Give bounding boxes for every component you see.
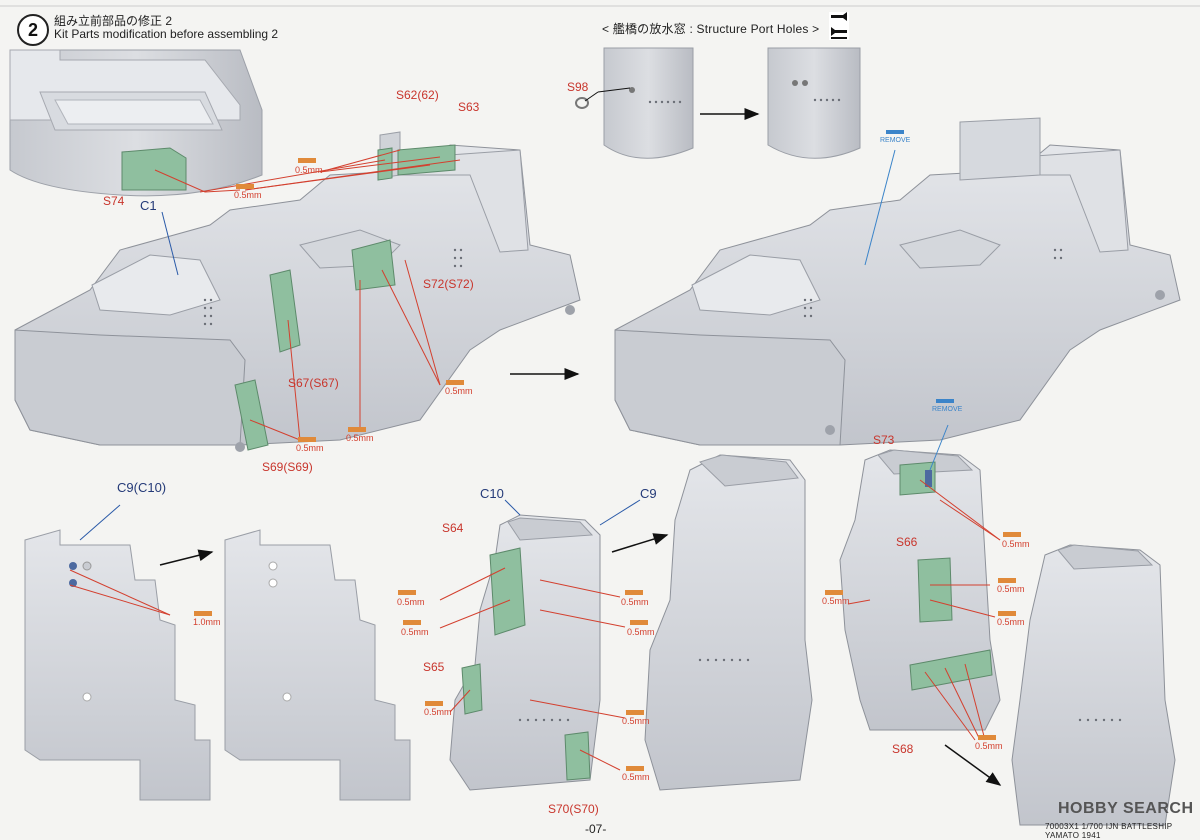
part-c9-plate-after bbox=[224, 529, 411, 801]
thickness-label: 0.5mm bbox=[424, 707, 452, 717]
thickness-label: 0.5mm bbox=[445, 386, 473, 396]
direction-icon bbox=[829, 12, 849, 40]
label-s72: S72(S72) bbox=[423, 277, 474, 291]
label-s63: S63 bbox=[458, 100, 480, 114]
step-title-en: Kit Parts modification before assembling… bbox=[54, 27, 279, 41]
page-number: -07- bbox=[585, 822, 607, 836]
label-c1: C1 bbox=[140, 198, 157, 213]
remove-note: REMOVE bbox=[932, 406, 963, 413]
thickness-label: 0.5mm bbox=[1002, 539, 1030, 549]
label-s69: S69(S69) bbox=[262, 460, 313, 474]
part-bridge-tower-after bbox=[644, 454, 813, 791]
label-s74: S74 bbox=[103, 194, 125, 208]
thickness-label: 0.5mm bbox=[622, 716, 650, 726]
thickness-label: 1.0mm bbox=[193, 617, 221, 627]
thickness-label: 0.5mm bbox=[296, 443, 324, 453]
part-c9-plate-before bbox=[24, 529, 211, 801]
label-s98: S98 bbox=[567, 80, 589, 94]
thickness-label: 0.5mm bbox=[397, 597, 425, 607]
part-main-tower-after bbox=[1011, 544, 1176, 826]
remove-note: REMOVE bbox=[880, 137, 911, 144]
thickness-label: 0.5mm bbox=[822, 596, 850, 606]
step-title-jp: 組み立前部品の修正 2 bbox=[54, 14, 173, 28]
part-c1-after bbox=[614, 117, 1181, 446]
part-c1-before bbox=[14, 131, 581, 452]
label-c9: C9 bbox=[640, 486, 657, 501]
part-inset-base bbox=[9, 49, 263, 197]
thickness-label: 0.5mm bbox=[627, 627, 655, 637]
blue-leaders bbox=[79, 149, 949, 541]
thickness-label: 0.5mm bbox=[346, 433, 374, 443]
step-number-badge: 2 bbox=[17, 14, 49, 46]
thickness-label: 0.5mm bbox=[621, 597, 649, 607]
label-c9c10: C9(C10) bbox=[117, 480, 167, 495]
part-port-cylinder-before bbox=[575, 47, 694, 159]
label-s62: S62(62) bbox=[396, 88, 439, 102]
thickness-label: 0.5mm bbox=[997, 617, 1025, 627]
part-main-tower-before bbox=[839, 449, 1001, 731]
s98-leaders bbox=[584, 87, 631, 102]
step-arrows bbox=[159, 108, 1002, 786]
thickness-label: 0.5mm bbox=[975, 741, 1003, 751]
label-s67: S67(S67) bbox=[288, 376, 339, 390]
product-code: 70003X1 1/700 IJN BATTLESHIP YAMATO 1941 bbox=[1045, 822, 1173, 840]
thickness-swatches bbox=[194, 158, 1021, 771]
label-s66: S66 bbox=[896, 535, 918, 549]
port-holes-title: < 艦橋の放水窓 : Structure Port Holes > bbox=[602, 22, 820, 36]
label-s64: S64 bbox=[442, 521, 464, 535]
thickness-label: 0.5mm bbox=[295, 165, 323, 175]
label-s73: S73 bbox=[873, 433, 895, 447]
remove-swatches bbox=[886, 130, 954, 403]
thickness-label: 0.5mm bbox=[997, 584, 1025, 594]
label-s65: S65 bbox=[423, 660, 445, 674]
thickness-label: 0.5mm bbox=[622, 772, 650, 782]
thickness-label: 0.5mm bbox=[234, 190, 262, 200]
label-s70: S70(S70) bbox=[548, 802, 599, 816]
part-bridge-tower-before bbox=[449, 514, 601, 791]
leader-lines bbox=[69, 149, 1001, 771]
watermark-logo: HOBBY SEARCH bbox=[1058, 800, 1194, 817]
label-s68: S68 bbox=[892, 742, 914, 756]
thickness-label: 0.5mm bbox=[401, 627, 429, 637]
label-c10: C10 bbox=[480, 486, 504, 501]
part-port-cylinder-after bbox=[767, 47, 861, 159]
